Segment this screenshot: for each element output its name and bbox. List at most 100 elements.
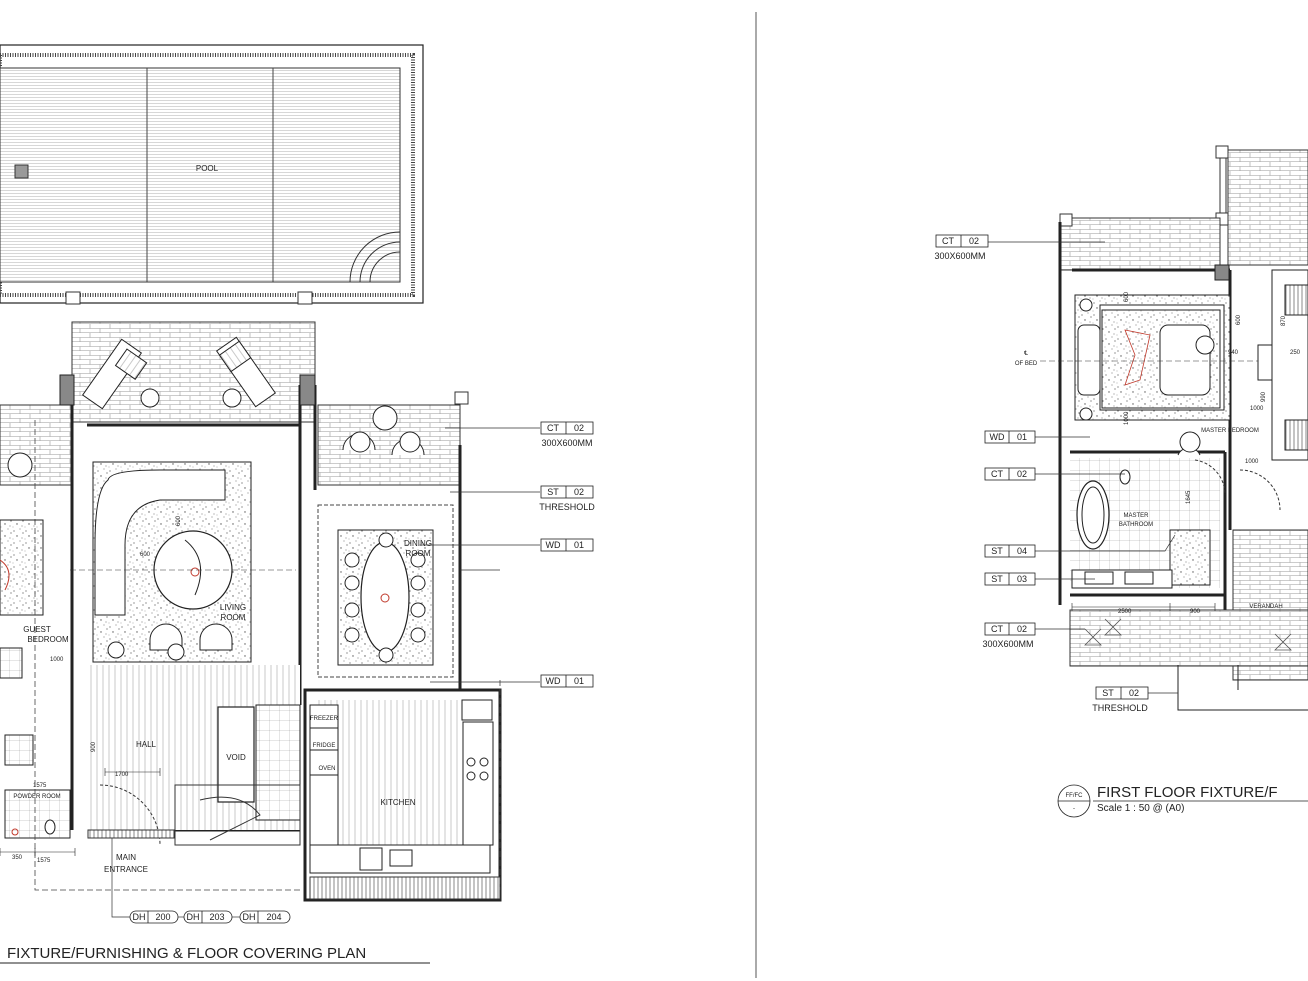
material-tag: ST 02 THRESHOLD bbox=[1092, 686, 1149, 713]
appliance-label-fridge: FRIDGE bbox=[313, 743, 336, 749]
room-label-verandah: VERANDAH bbox=[1249, 604, 1282, 610]
room-label-entrance: ENTRANCE bbox=[104, 865, 148, 874]
svg-text:01: 01 bbox=[574, 540, 584, 550]
svg-text:CT: CT bbox=[942, 236, 954, 246]
pool: POOL bbox=[0, 44, 424, 304]
svg-text:02: 02 bbox=[1017, 469, 1027, 479]
lower-terrace bbox=[1069, 609, 1308, 667]
room-label-master-bedroom: MASTER BEDROOM bbox=[1201, 428, 1259, 434]
balcony bbox=[1059, 217, 1221, 271]
svg-text:01: 01 bbox=[574, 676, 584, 686]
svg-text:DH: DH bbox=[187, 912, 200, 922]
dimension: 2500 bbox=[1118, 609, 1132, 615]
void bbox=[217, 706, 255, 803]
svg-text:THRESHOLD: THRESHOLD bbox=[1092, 703, 1148, 713]
bathtub bbox=[1076, 480, 1110, 550]
dimension: 900 bbox=[91, 741, 97, 752]
material-tag: WD 01 bbox=[540, 674, 594, 688]
drawing-title: FIXTURE/FURNISHING & FLOOR COVERING PLAN bbox=[7, 945, 366, 962]
svg-text:02: 02 bbox=[1129, 688, 1139, 698]
dining-table bbox=[360, 541, 410, 653]
dimension: 600 bbox=[1236, 314, 1242, 325]
svg-text:04: 04 bbox=[1017, 546, 1027, 556]
dimension: 600 bbox=[140, 552, 151, 558]
material-tag: CT 02 300X600MM bbox=[540, 421, 594, 448]
svg-text:03: 03 bbox=[1017, 574, 1027, 584]
room-label-guest: GUEST bbox=[23, 625, 51, 634]
material-tag: ST 02 THRESHOLD bbox=[539, 485, 595, 512]
room-label-living-room: ROOM bbox=[221, 613, 246, 622]
appliance-label-oven: OVEN bbox=[318, 766, 335, 772]
svg-text:ST: ST bbox=[1102, 688, 1114, 698]
ground-floor-plan: POOL bbox=[0, 44, 595, 964]
svg-text:02: 02 bbox=[574, 423, 584, 433]
material-tag: CT 02 300X600MM bbox=[934, 234, 989, 261]
dimension: 940 bbox=[1228, 350, 1239, 356]
svg-text:ST: ST bbox=[991, 546, 1003, 556]
drawing-title-block: FF/FC - FIRST FLOOR FIXTURE/F Scale 1 : … bbox=[1057, 784, 1308, 818]
sun-lounger bbox=[215, 336, 277, 408]
centerline-symbol: ℄ bbox=[1023, 351, 1028, 357]
staircase bbox=[255, 704, 301, 821]
dimension: 1000 bbox=[1250, 406, 1264, 412]
dimension: 900 bbox=[1190, 609, 1201, 615]
svg-text:CT: CT bbox=[991, 624, 1003, 634]
svg-text:CT: CT bbox=[547, 423, 559, 433]
room-label-pool: POOL bbox=[196, 164, 219, 173]
svg-text:ST: ST bbox=[991, 574, 1003, 584]
svg-text:300X600MM: 300X600MM bbox=[982, 639, 1033, 649]
material-tag: CT 02 bbox=[984, 467, 1036, 481]
dimension: 1000 bbox=[50, 657, 64, 663]
room-label-living: LIVING bbox=[220, 603, 246, 612]
dimension: 1645 bbox=[1186, 490, 1192, 504]
dimension: 1000 bbox=[1124, 411, 1130, 425]
room-label-powder-room: POWDER ROOM bbox=[13, 794, 60, 800]
room-label-main: MAIN bbox=[116, 853, 136, 862]
dimension: 870 bbox=[1281, 315, 1287, 326]
svg-text:DH: DH bbox=[243, 912, 256, 922]
drawing-title: FIRST FLOOR FIXTURE/F bbox=[1097, 784, 1278, 801]
room-label-bathroom: BATHROOM bbox=[1119, 522, 1153, 528]
drawing-badge-code: FF/FC bbox=[1066, 793, 1084, 799]
svg-text:204: 204 bbox=[266, 912, 281, 922]
svg-text:02: 02 bbox=[574, 487, 584, 497]
room-label-dining: DINING bbox=[404, 539, 432, 548]
dimension: 600 bbox=[176, 515, 182, 526]
svg-text:203: 203 bbox=[209, 912, 224, 922]
svg-text:THRESHOLD: THRESHOLD bbox=[539, 502, 595, 512]
dimension: 250 bbox=[1290, 350, 1301, 356]
appliance-label-freezer: FREEZER bbox=[310, 716, 339, 722]
svg-text:WD: WD bbox=[990, 432, 1005, 442]
room-label-dining-room: ROOM bbox=[406, 549, 431, 558]
svg-text:01: 01 bbox=[1017, 432, 1027, 442]
door-tag: DH 204 bbox=[239, 910, 291, 924]
room-label-bedroom: BEDROOM bbox=[27, 635, 69, 644]
dimension: 600 bbox=[1124, 291, 1130, 302]
dimension: 350 bbox=[12, 855, 23, 861]
svg-text:02: 02 bbox=[1017, 624, 1027, 634]
room-label-void: VOID bbox=[226, 753, 246, 762]
svg-text:300X600MM: 300X600MM bbox=[934, 251, 985, 261]
first-floor-plan: MASTER BEDROOM MASTER BATHROOM VERANDAH … bbox=[934, 145, 1308, 818]
drawing-badge-sheet: - bbox=[1073, 806, 1075, 812]
room-label-hall: HALL bbox=[136, 740, 157, 749]
sun-lounger bbox=[81, 338, 160, 410]
material-tag: ST 04 bbox=[984, 544, 1036, 558]
material-tag: CT 02 300X600MM bbox=[982, 622, 1036, 649]
dimension: 1575 bbox=[37, 858, 51, 864]
svg-text:CT: CT bbox=[991, 469, 1003, 479]
material-tag: WD 01 bbox=[984, 430, 1036, 444]
door-tag: DH 203 bbox=[183, 910, 233, 924]
material-tag: ST 03 bbox=[984, 572, 1036, 586]
svg-text:WD: WD bbox=[546, 676, 561, 686]
dimension: 1700 bbox=[115, 772, 129, 778]
sectional-sofa bbox=[94, 469, 226, 616]
svg-text:300X600MM: 300X600MM bbox=[541, 438, 592, 448]
door-tag: DH 200 bbox=[129, 910, 179, 924]
room-label-master: MASTER bbox=[1123, 513, 1149, 519]
svg-text:ST: ST bbox=[547, 487, 559, 497]
room-label-kitchen: KITCHEN bbox=[380, 798, 415, 807]
dimension: 990 bbox=[1261, 391, 1267, 402]
kitchen-floor bbox=[318, 700, 463, 850]
